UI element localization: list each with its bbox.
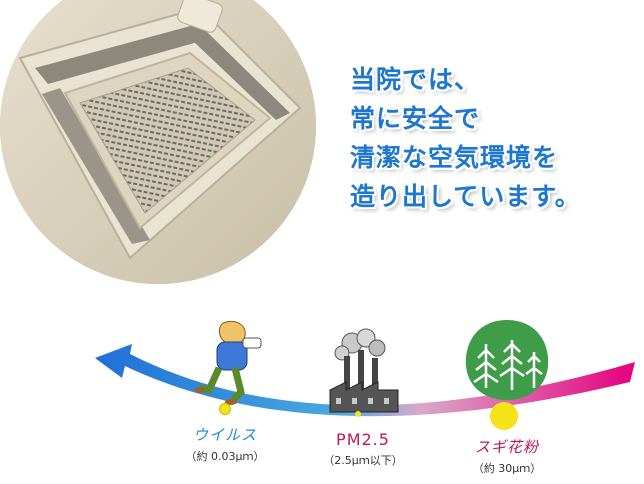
headline-line-2: 常に安全で xyxy=(350,104,481,133)
factory-smoke-icon xyxy=(329,328,399,413)
label-pollen-size: （約 30μｍ） xyxy=(472,462,542,475)
label-virus-size: （約 0.03μｍ） xyxy=(185,450,265,463)
sneezing-person-icon xyxy=(195,321,262,405)
label-virus: ウイルス （約 0.03μｍ） xyxy=(170,424,280,464)
label-pm25-name: PM2.5 xyxy=(336,430,390,449)
headline: 当院では、 常に安全で 清潔な空気環境を 造り出しています。 xyxy=(350,60,640,216)
label-pm25-size: （2.5μｍ以下） xyxy=(323,454,403,467)
label-pollen: スギ花粉 （約 30μｍ） xyxy=(452,436,562,476)
pm25-dot xyxy=(355,411,361,417)
pollen-dot xyxy=(490,402,518,430)
label-virus-name: ウイルス xyxy=(192,426,257,444)
virus-dot xyxy=(219,403,231,415)
label-pollen-name: スギ花粉 xyxy=(474,438,539,456)
headline-line-4: 造り出しています。 xyxy=(350,182,581,211)
headline-line-3: 清潔な空気環境を xyxy=(350,143,559,172)
headline-line-1: 当院では、 xyxy=(350,65,481,94)
label-pm25: PM2.5 （2.5μｍ以下） xyxy=(308,430,418,468)
cedar-trees-icon xyxy=(465,320,549,400)
ceiling-air-purifier-photo xyxy=(0,0,316,284)
